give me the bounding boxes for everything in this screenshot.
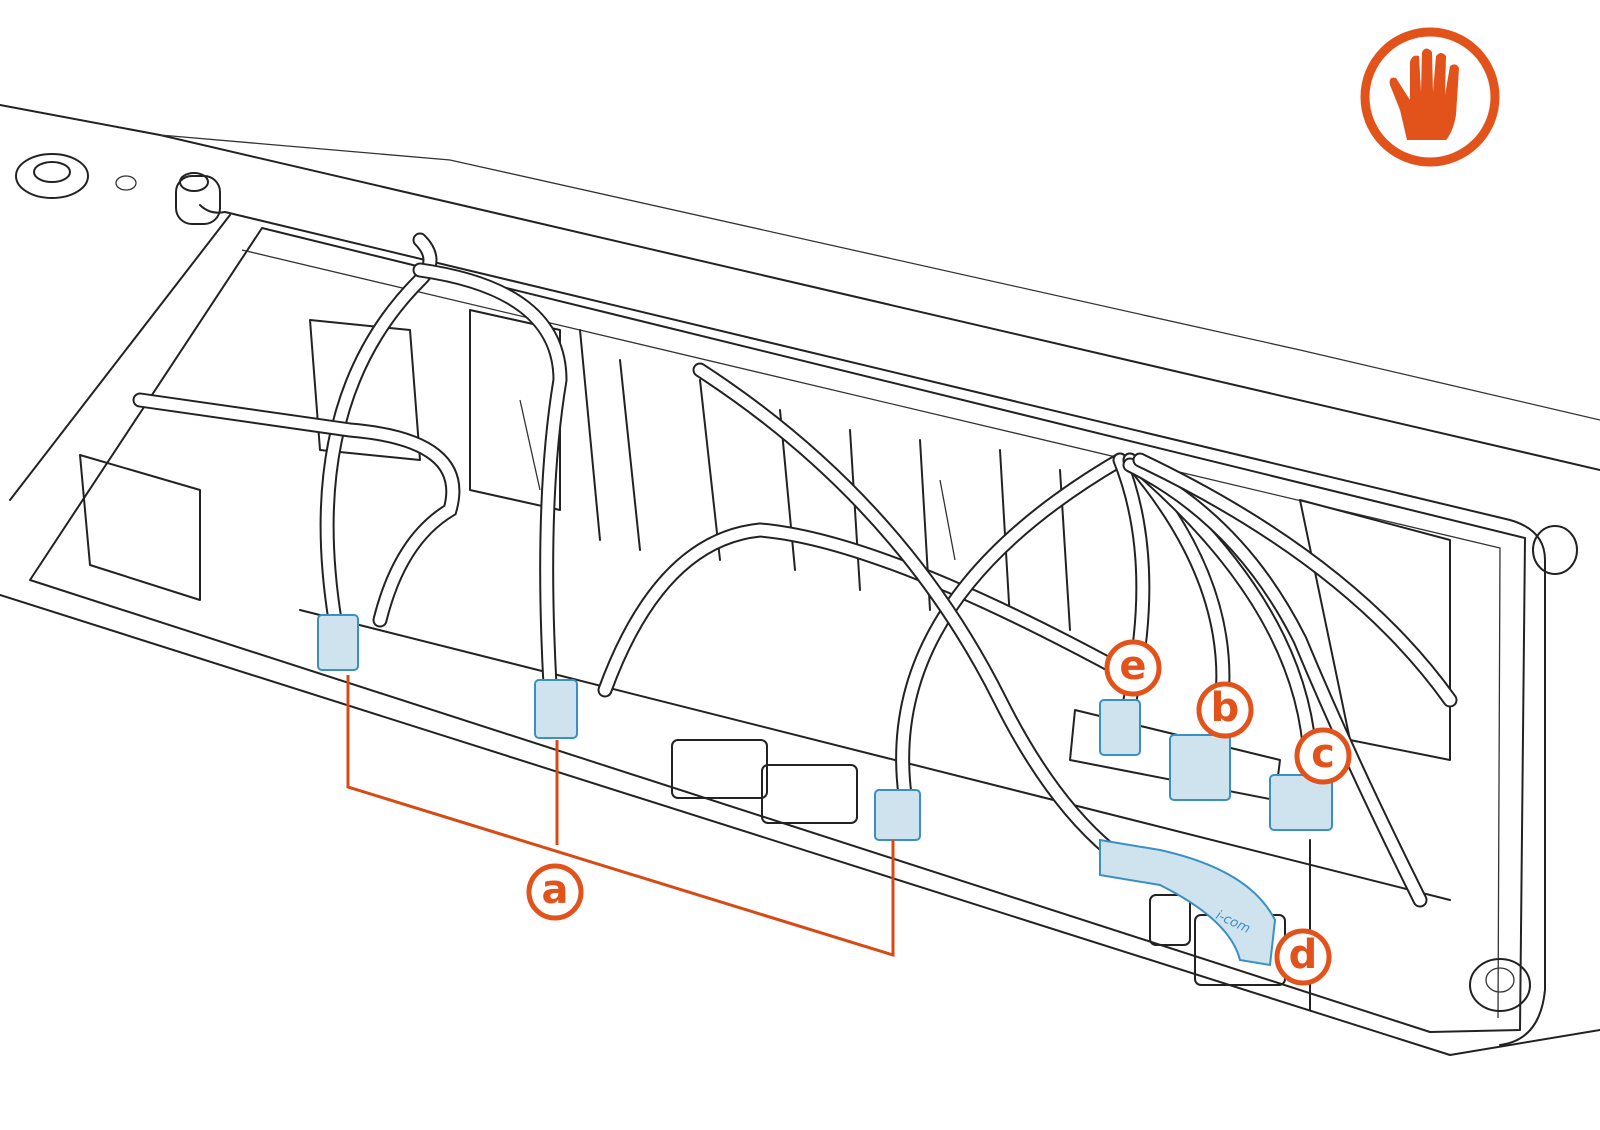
- callout-b: b: [1196, 681, 1254, 739]
- hand-stop-icon: [1360, 27, 1500, 167]
- svg-text:d: d: [1289, 932, 1318, 978]
- svg-text:b: b: [1211, 685, 1240, 731]
- callout-c: c: [1294, 727, 1352, 785]
- svg-text:e: e: [1119, 643, 1146, 689]
- chassis-body: [0, 104, 1600, 1056]
- cables: [132, 232, 1458, 908]
- connector-a3: [874, 789, 921, 841]
- connectors: i-com: [317, 614, 1333, 967]
- connector-e: [1099, 699, 1141, 756]
- svg-text:c: c: [1311, 731, 1335, 777]
- connector-c: [1269, 774, 1333, 831]
- callout-a-leaders: [346, 675, 895, 958]
- callout-d: d: [1274, 928, 1332, 986]
- callout-e: e: [1104, 639, 1162, 697]
- connector-b: [1169, 734, 1231, 801]
- connector-a1: [317, 614, 359, 671]
- svg-text:a: a: [542, 867, 569, 913]
- callout-a: a: [526, 863, 584, 921]
- connector-d: [1099, 838, 1277, 967]
- connector-a2: [534, 679, 578, 739]
